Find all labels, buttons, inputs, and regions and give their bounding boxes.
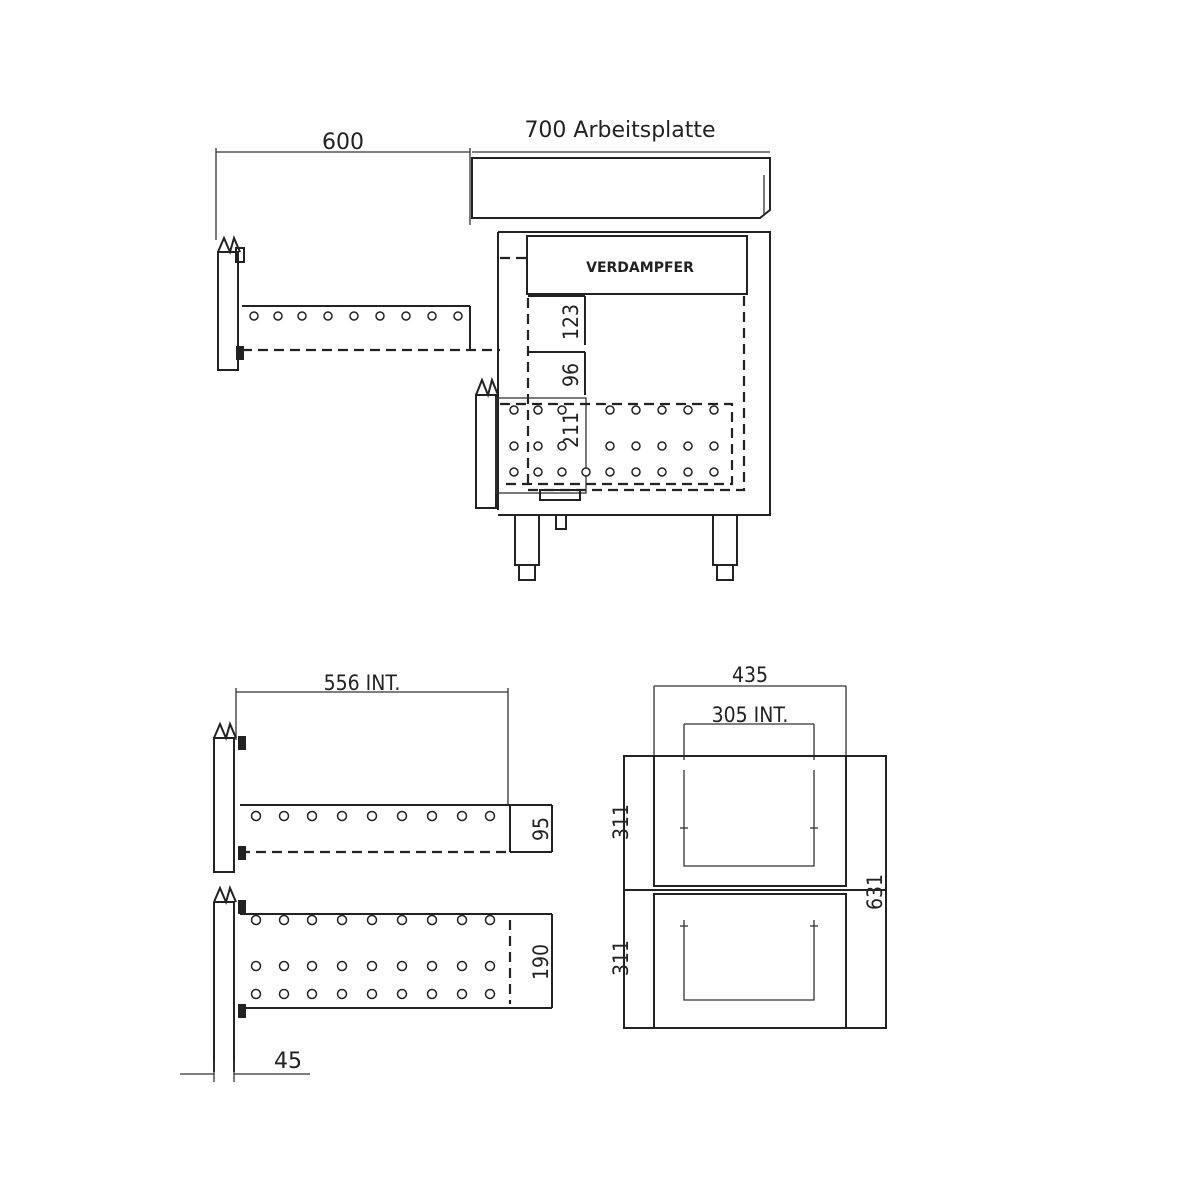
dim-600: 600 bbox=[322, 130, 364, 155]
cabinet-legs bbox=[514, 514, 738, 581]
evaporator-label: VERDAMPFER bbox=[586, 260, 694, 276]
profile-lower-holes bbox=[250, 914, 496, 1000]
dim-311-upper: 311 bbox=[609, 804, 633, 840]
side-view-cabinet: 600 700 Arbeitsplatte VERDAMPFER 123 96 … bbox=[215, 118, 771, 581]
upper-drawer-holes bbox=[249, 311, 463, 321]
drawer-profiles: 556 INT. 95 190 bbox=[180, 671, 553, 1082]
front-view: 435 305 INT. 311 311 631 bbox=[609, 663, 887, 1029]
lower-drawer-front bbox=[653, 893, 847, 1029]
dim-556-int: 556 INT. bbox=[324, 671, 401, 695]
lower-drawer-holes bbox=[509, 405, 719, 477]
dim-95: 95 bbox=[529, 817, 553, 841]
dim-305-int: 305 INT. bbox=[712, 703, 789, 727]
dim-311-lower: 311 bbox=[609, 940, 633, 976]
dim-123: 123 bbox=[559, 304, 583, 340]
dim-435: 435 bbox=[732, 663, 768, 687]
profile-upper-holes bbox=[250, 810, 496, 822]
dim-700-worktop: 700 Arbeitsplatte bbox=[524, 118, 715, 143]
upper-drawer-front bbox=[653, 755, 847, 887]
dim-45: 45 bbox=[274, 1049, 302, 1074]
dim-190: 190 bbox=[529, 944, 553, 980]
dim-631: 631 bbox=[863, 874, 887, 910]
dim-96: 96 bbox=[559, 363, 583, 387]
evaporator-box bbox=[526, 235, 748, 295]
